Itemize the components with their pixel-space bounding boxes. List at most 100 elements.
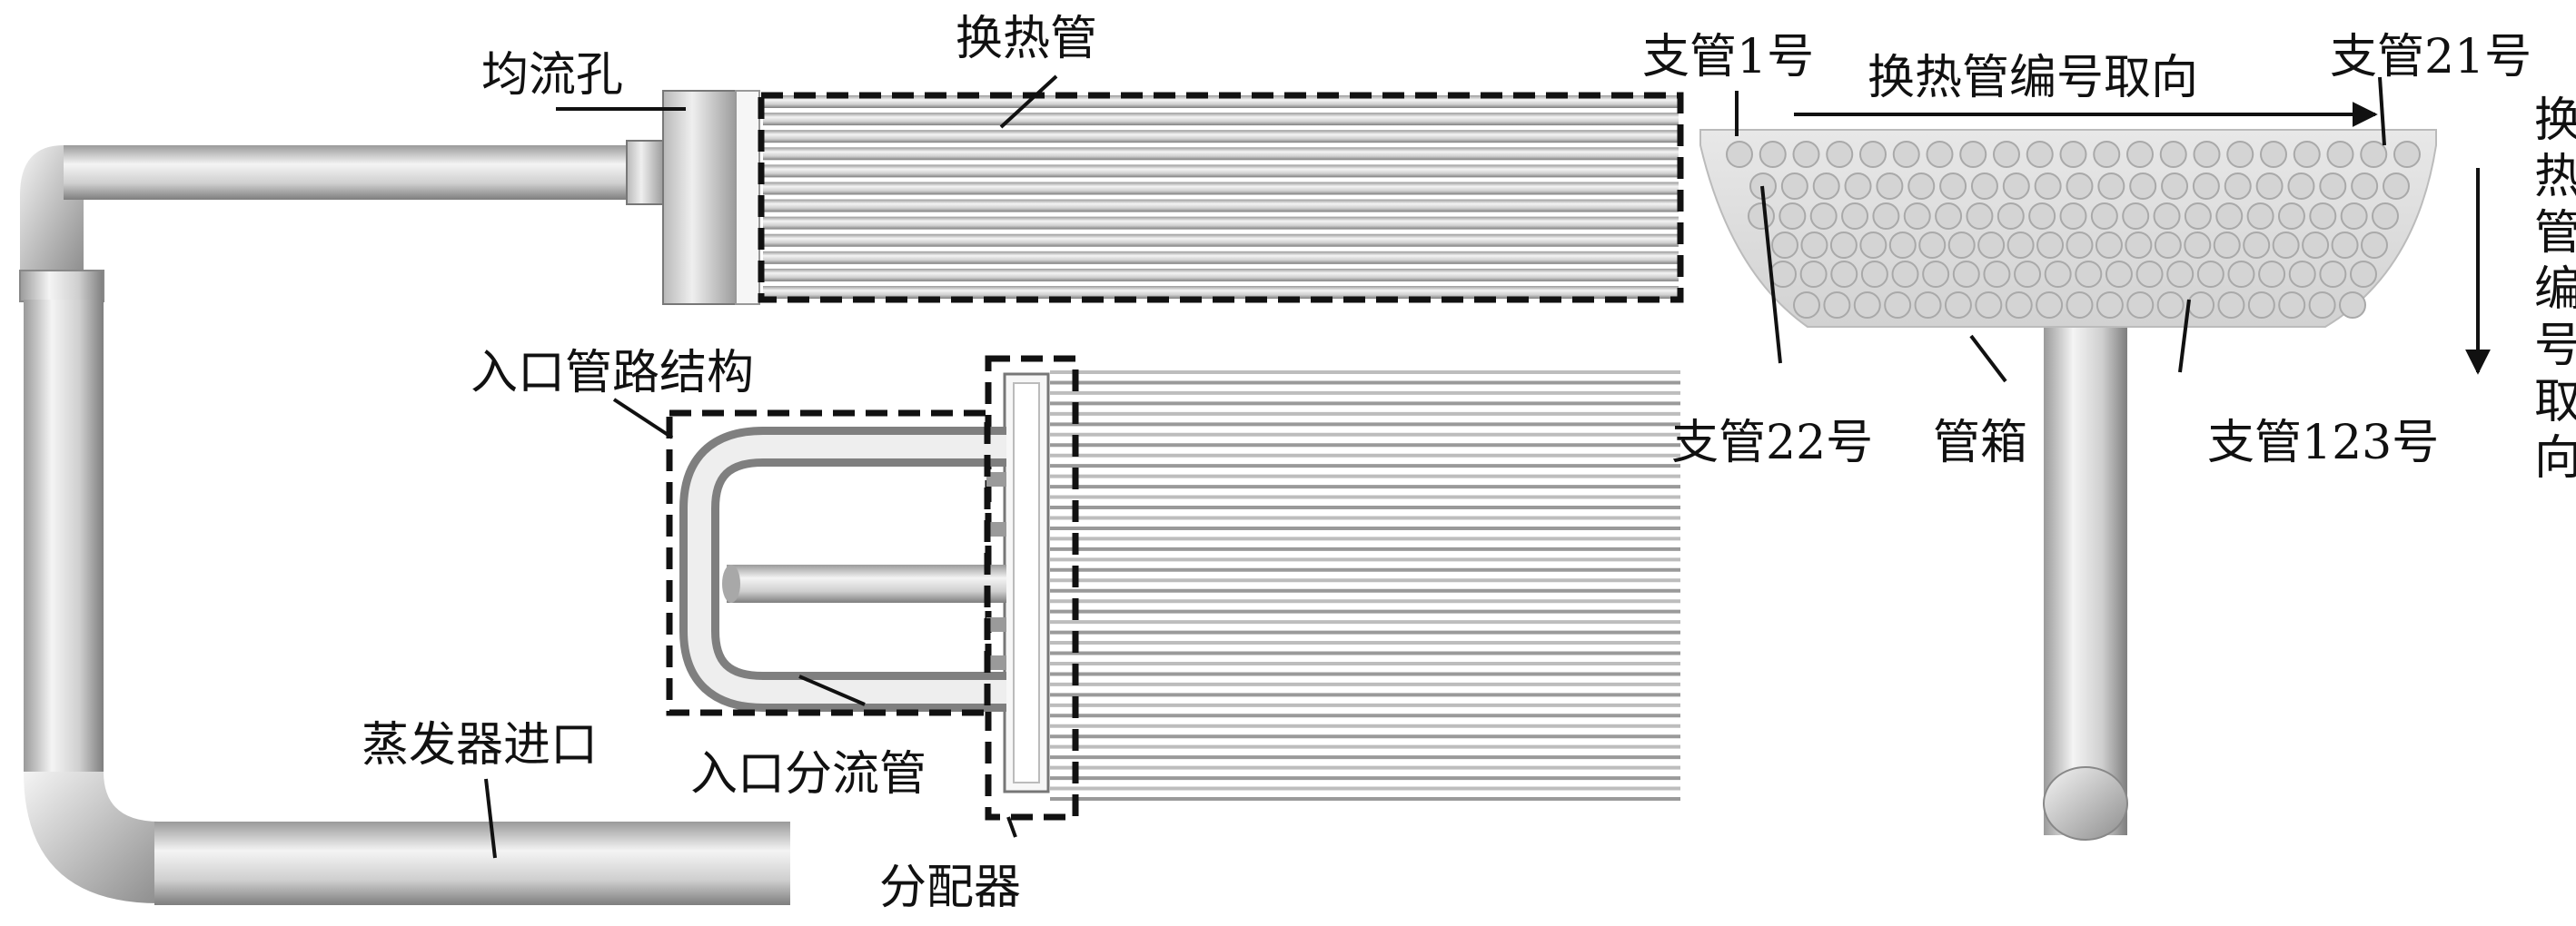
- tube-hole: [2006, 292, 2032, 318]
- tube-hole: [1946, 292, 1971, 318]
- tube-hole: [1860, 142, 1886, 167]
- tube-hole: [1860, 232, 1886, 258]
- tube-hole: [2127, 142, 2153, 167]
- tube-hole: [2361, 142, 2386, 167]
- label-numbering-direction-v: 换 热 管 编 号 取 向: [2534, 94, 2576, 486]
- tube-hole: [1811, 203, 1837, 229]
- tube-hole: [1827, 142, 1852, 167]
- tube-hole: [2248, 203, 2274, 229]
- tube-hole: [2352, 173, 2377, 199]
- tube-hole: [2310, 203, 2335, 229]
- tube-hole: [2155, 203, 2180, 229]
- heat-tube-bundle-upper: [763, 95, 1679, 299]
- tube-hole: [2261, 142, 2286, 167]
- tube-hole: [2098, 173, 2124, 199]
- tube-hole: [1814, 173, 1839, 199]
- tube-hole: [2015, 261, 2040, 287]
- tube-hole: [1831, 261, 1857, 287]
- tube-hole: [1782, 173, 1808, 199]
- tube-hole: [1855, 292, 1880, 318]
- heat-tube: [763, 200, 1679, 212]
- tube-hole: [2106, 261, 2132, 287]
- tube-hole: [1994, 142, 2019, 167]
- tube-hole: [1960, 142, 1986, 167]
- tube-hole: [1749, 203, 1774, 229]
- tube-hole: [2130, 173, 2155, 199]
- tube-hole: [1794, 292, 1819, 318]
- tube-hole: [2320, 173, 2345, 199]
- tube-hole: [2161, 142, 2186, 167]
- tube-hole: [2383, 173, 2409, 199]
- tube-hole: [1727, 142, 1752, 167]
- tube-hole: [1916, 292, 1941, 318]
- tube-hole: [2342, 203, 2367, 229]
- tube-hole: [1905, 203, 1930, 229]
- tube-hole: [1801, 232, 1827, 258]
- tube-hole: [2288, 173, 2313, 199]
- label-v-char-4: 号: [2534, 319, 2576, 373]
- tube-hole: [1842, 203, 1868, 229]
- tube-hole: [1908, 173, 1934, 199]
- tube-hole: [2294, 142, 2320, 167]
- tube-hole: [1890, 232, 1916, 258]
- tube-hole: [2257, 173, 2283, 199]
- tube-hole: [2029, 203, 2055, 229]
- tube-hole: [2394, 142, 2420, 167]
- tube-hole: [1927, 142, 1953, 167]
- tube-hole: [2279, 292, 2304, 318]
- tube-hole: [2123, 203, 2148, 229]
- tube-hole: [2259, 261, 2284, 287]
- tube-hole: [2158, 292, 2184, 318]
- tube-hole: [2362, 232, 2387, 258]
- tube-hole: [2249, 292, 2274, 318]
- heat-tube: [763, 164, 1679, 177]
- tube-hole: [1936, 203, 1961, 229]
- tube-hole: [1877, 173, 1902, 199]
- tube-hole: [1949, 232, 1975, 258]
- tube-hole: [2310, 292, 2335, 318]
- tube-hole: [2214, 232, 2240, 258]
- tube-hole: [1772, 232, 1798, 258]
- label-header: 管箱: [1933, 416, 2027, 470]
- tube-hole: [1998, 203, 2024, 229]
- tube-hole: [1894, 142, 1919, 167]
- heat-tube: [763, 217, 1679, 230]
- tube-hole: [2218, 292, 2244, 318]
- tube-hole: [2037, 232, 2063, 258]
- tube-hole: [2185, 203, 2211, 229]
- tube-hole: [2195, 142, 2220, 167]
- tube-hole: [2036, 292, 2062, 318]
- label-v-char-0: 换: [2534, 94, 2576, 148]
- tube-hole: [2097, 292, 2123, 318]
- tube-hole: [2333, 232, 2358, 258]
- tube-hole: [2228, 261, 2254, 287]
- tube-hole: [2004, 173, 2029, 199]
- tube-hole: [2046, 261, 2071, 287]
- tube-hole: [2167, 261, 2193, 287]
- tube-hole: [1972, 173, 1997, 199]
- label-v-char-2: 管: [2534, 206, 2576, 261]
- tube-hole: [2188, 292, 2214, 318]
- tube-hole: [2274, 232, 2299, 258]
- distributor: [1005, 374, 1048, 792]
- label-equalizing-hole: 均流孔: [481, 48, 623, 103]
- tube-hole: [2320, 261, 2345, 287]
- label-v-char-5: 取: [2534, 375, 2576, 429]
- tube-hole: [2227, 142, 2253, 167]
- label-distributor: 分配器: [879, 861, 1021, 915]
- tube-hole: [2096, 232, 2122, 258]
- leader-inlet-structure: [614, 399, 672, 438]
- tube-hole: [2244, 232, 2269, 258]
- tube-hole: [1801, 261, 1827, 287]
- label-v-char-3: 编: [2534, 262, 2576, 317]
- tube-hole: [2198, 261, 2224, 287]
- tube-hole: [2194, 173, 2219, 199]
- tube-hole: [2216, 203, 2242, 229]
- inlet-split-tube: [699, 447, 1006, 692]
- leader-header: [1971, 336, 2006, 381]
- tube-hole: [2185, 232, 2210, 258]
- label-numbering-direction-h: 换热管编号取向: [1868, 51, 2198, 105]
- tube-hole: [1831, 232, 1857, 258]
- tube-hole: [2067, 292, 2093, 318]
